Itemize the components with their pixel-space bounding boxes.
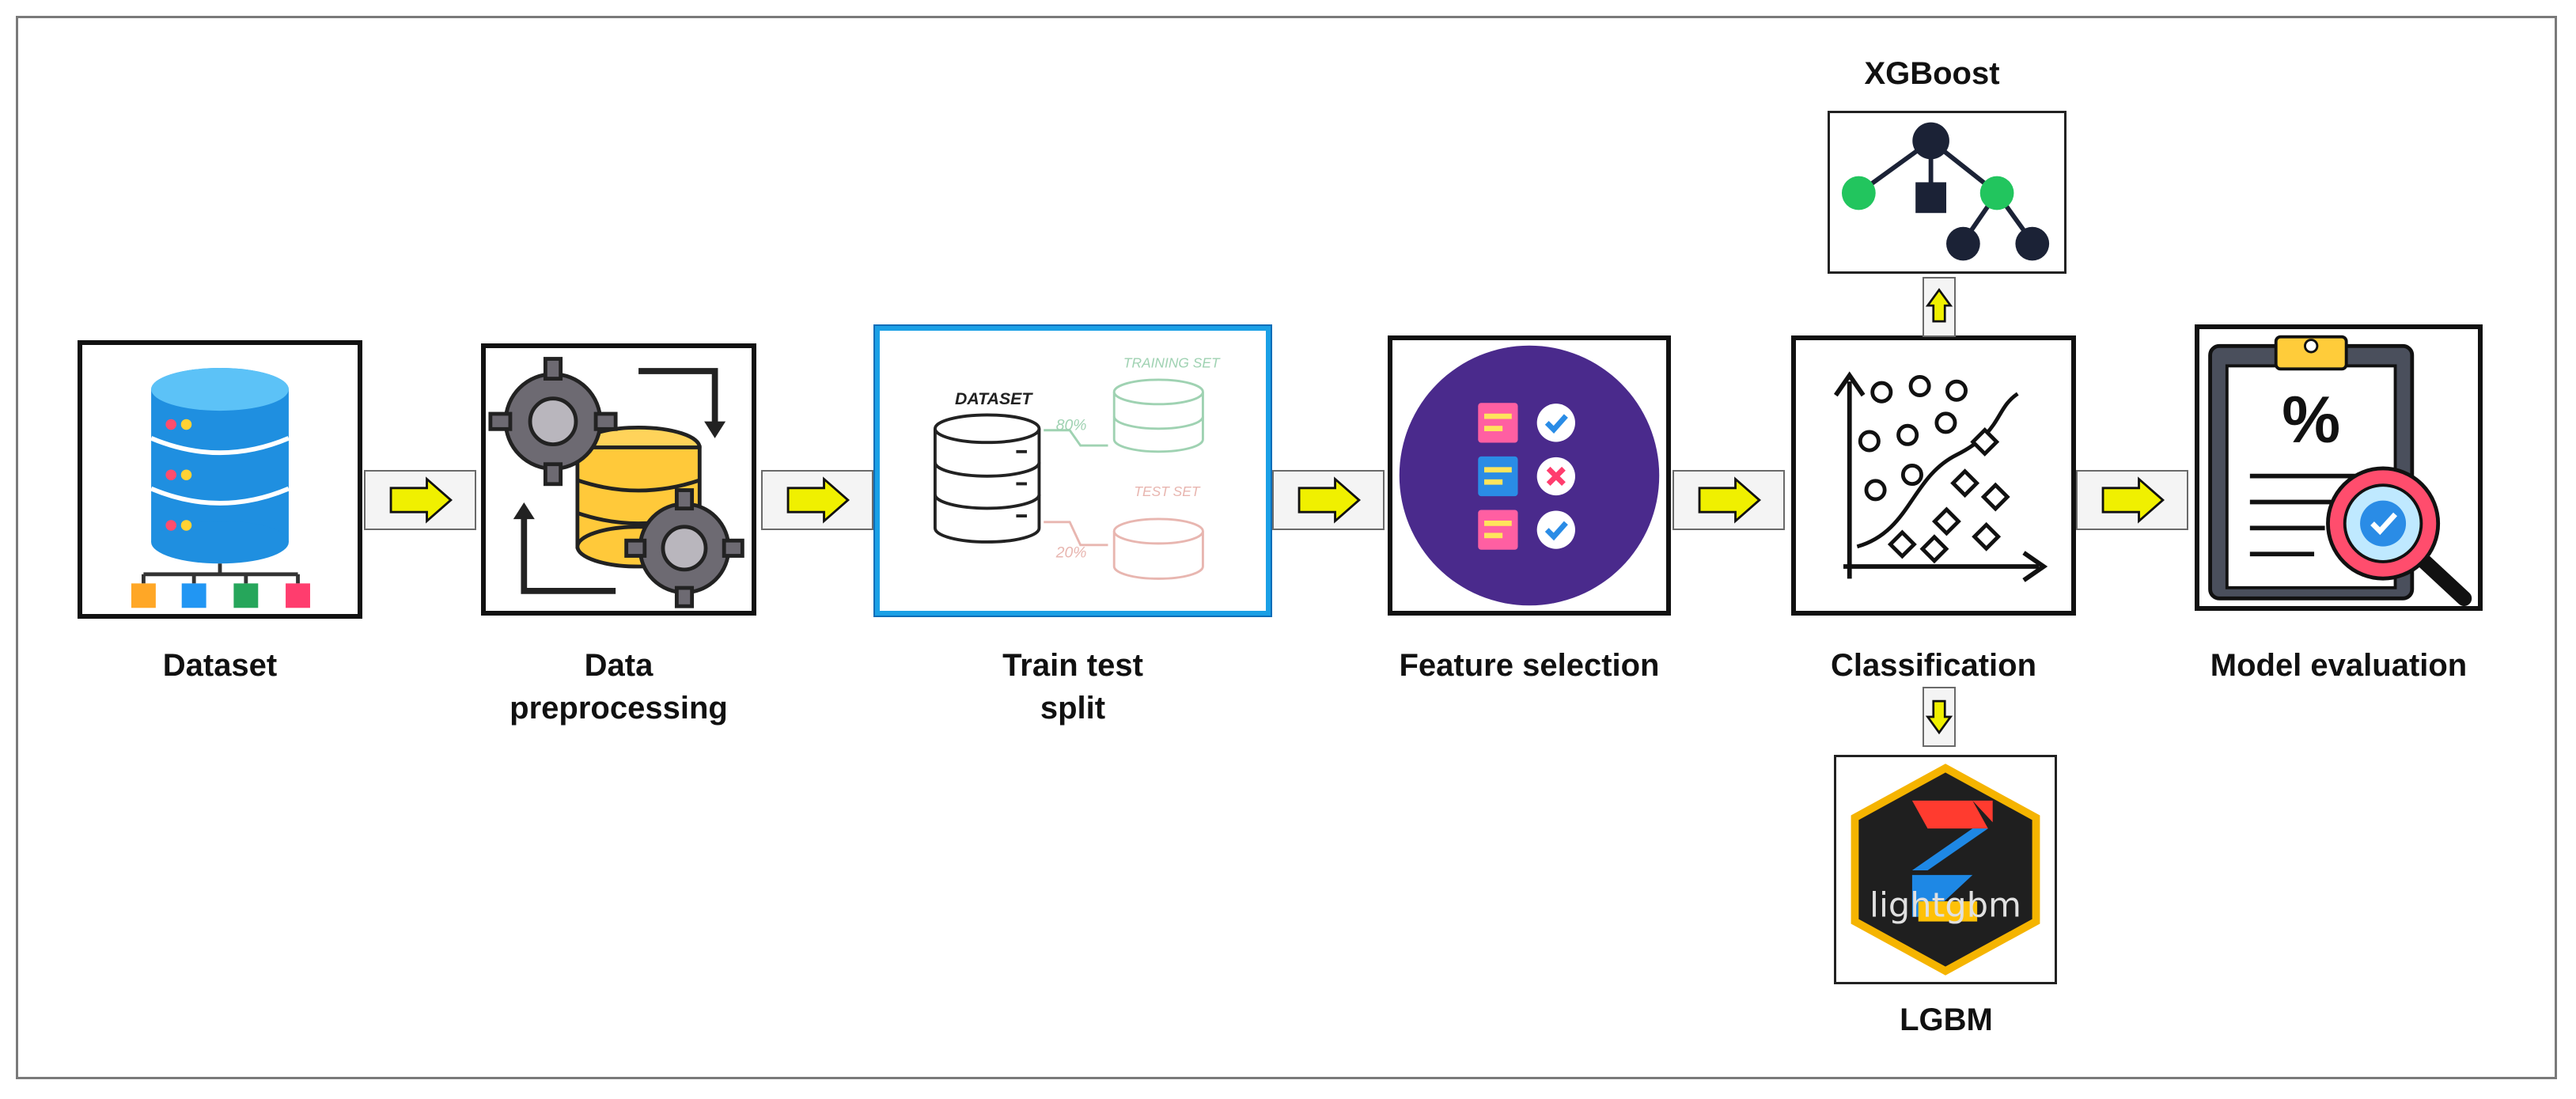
xgboost-arrow	[1923, 277, 1956, 337]
split-test-label: TEST SET	[1134, 483, 1200, 499]
svg-text:%: %	[2282, 383, 2340, 457]
model-evaluation-box: %	[2195, 324, 2483, 611]
classification-box	[1791, 335, 2076, 616]
flow-arrow-1	[364, 470, 476, 530]
dataset-box	[78, 340, 362, 619]
diagram-frame	[16, 16, 2557, 1079]
step-label-classification: Classification	[1830, 648, 2037, 683]
lightgbm-logo-icon: lightgbm	[1851, 764, 2040, 976]
step-label-feature: Feature selection	[1399, 648, 1660, 683]
step-label-preprocessing: Data preprocessing	[510, 648, 728, 726]
flow-arrow-5	[2076, 470, 2188, 530]
train-test-split-icon: DATASET 80% 20% TRAINING SET TEST SET	[933, 354, 1221, 580]
tree-graph-icon	[1841, 122, 2050, 261]
lightgbm-logo-text: lightgbm	[1869, 886, 2021, 926]
checklist-icon	[1399, 345, 1660, 606]
lgbm-arrow	[1923, 687, 1956, 747]
gears-database-icon	[488, 357, 744, 608]
flow-arrow-2	[761, 470, 873, 530]
flow-arrow-4	[1673, 470, 1785, 530]
lgbm-label: LGBM	[1900, 1002, 1993, 1037]
preprocessing-box	[481, 343, 756, 616]
split-training-label: TRAINING SET	[1123, 354, 1221, 370]
xgboost-box	[1828, 111, 2066, 274]
step-label-evaluation: Model evaluation	[2210, 648, 2468, 683]
scatter-plot-icon	[1833, 371, 2048, 582]
xgboost-label: XGBoost	[1864, 56, 2000, 91]
flow-arrow-3	[1272, 470, 1385, 530]
feature-selection-box	[1388, 335, 1671, 616]
database-icon	[131, 367, 310, 608]
lgbm-box: lightgbm	[1834, 755, 2057, 984]
split-train-pct: 80%	[1056, 417, 1087, 434]
split-dataset-label: DATASET	[955, 389, 1033, 408]
clipboard-magnifier-icon: %	[2208, 335, 2472, 606]
split-test-pct: 20%	[1055, 544, 1087, 561]
step-label-dataset: Dataset	[162, 648, 278, 683]
train-test-split-box: DATASET 80% 20% TRAINING SET TEST SET	[875, 326, 1271, 616]
step-label-split: Train test split	[1002, 648, 1143, 726]
